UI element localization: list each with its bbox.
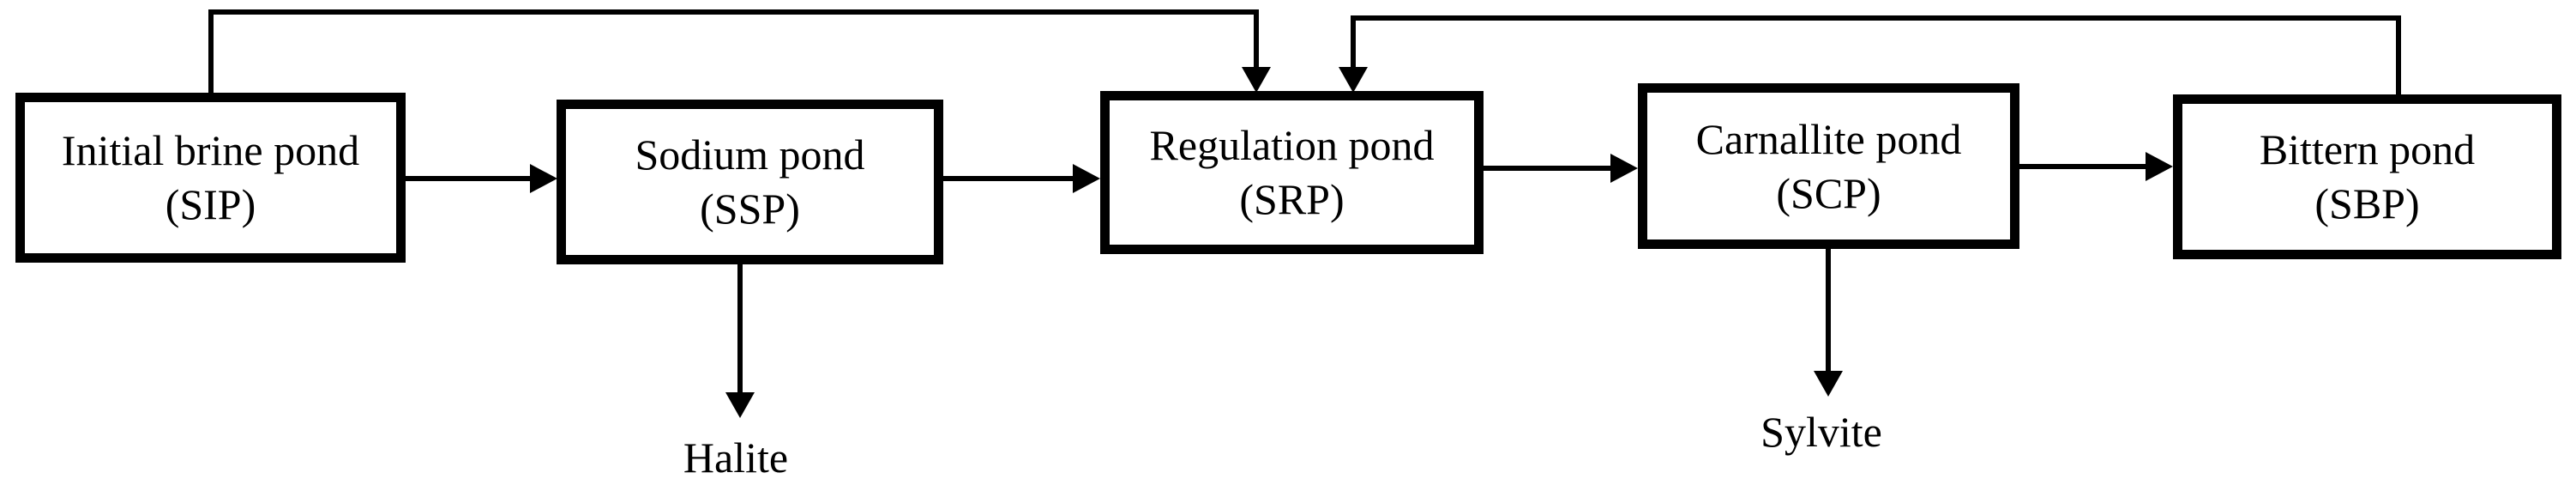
node-abbr-label: (SSP) <box>700 185 800 233</box>
edge-sbp-srp-recycle-drop <box>1351 15 1356 67</box>
node-sodium-pond: Sodium pond (SSP) <box>557 100 943 264</box>
edge-sip-srp-bypass-riser <box>208 9 214 94</box>
halite-product-label: Halite <box>683 433 789 482</box>
edge-sbp-srp-arrowhead-icon <box>1339 67 1368 93</box>
edge-scp-sbp-arrowhead-icon <box>2146 152 2173 181</box>
node-name-label: Bittern pond <box>2259 125 2476 173</box>
node-abbr-label: (SIP) <box>165 180 256 228</box>
node-name-label: Carnallite pond <box>1695 114 1962 163</box>
edge-srp-scp-arrowhead-icon <box>1610 154 1638 183</box>
edge-sip-srp-bypass-line <box>208 9 1259 15</box>
edge-ssp-halite-arrowhead-icon <box>725 392 755 418</box>
sylvite-product-label: Sylvite <box>1760 408 1882 456</box>
edge-sip-srp-arrowhead-icon <box>1242 67 1271 93</box>
edge-ssp-halite-line <box>737 258 743 392</box>
edge-scp-sylvite-line <box>1826 245 1831 371</box>
node-abbr-label: (SCP) <box>1776 168 1881 217</box>
edge-sip-ssp-arrowhead-icon <box>530 164 557 193</box>
edge-scp-sbp-line <box>2019 164 2146 169</box>
node-name-label: Regulation pond <box>1149 121 1435 169</box>
edge-ssp-srp-line <box>943 176 1073 181</box>
edge-srp-scp-line <box>1484 166 1610 171</box>
edge-sbp-srp-recycle-line <box>1351 15 2401 21</box>
edge-sip-srp-bypass-drop <box>1254 9 1259 67</box>
node-abbr-label: (SBP) <box>2314 179 2420 227</box>
edge-sbp-srp-recycle-riser <box>2396 15 2401 94</box>
edge-scp-sylvite-arrowhead-icon <box>1814 371 1843 397</box>
node-abbr-label: (SRP) <box>1239 175 1345 223</box>
node-name-label: Sodium pond <box>635 130 865 179</box>
edge-sip-ssp-line <box>406 176 532 181</box>
node-regulation-pond: Regulation pond (SRP) <box>1100 91 1484 254</box>
node-initial-brine-pond: Initial brine pond (SIP) <box>15 93 406 263</box>
node-bittern-pond: Bittern pond (SBP) <box>2173 94 2561 259</box>
edge-ssp-srp-arrowhead-icon <box>1073 164 1100 193</box>
node-carnallite-pond: Carnallite pond (SCP) <box>1638 83 2019 249</box>
node-name-label: Initial brine pond <box>61 126 360 174</box>
